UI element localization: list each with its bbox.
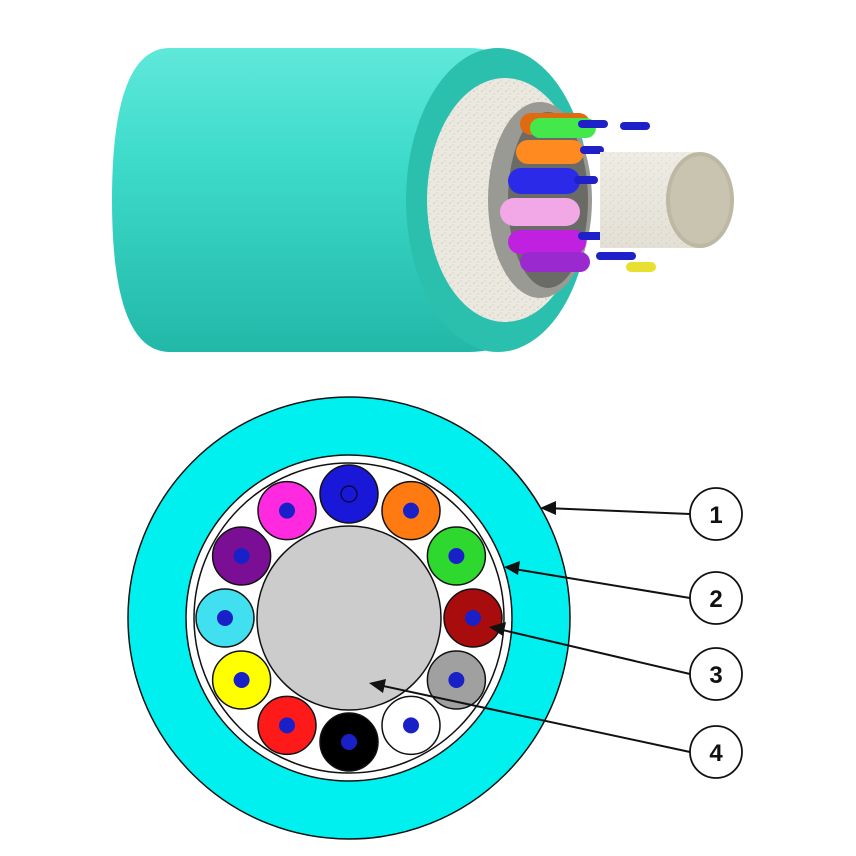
callout-label-1: 1 bbox=[709, 502, 722, 529]
callouts: 1 2 3 4 bbox=[369, 487, 743, 779]
tube-3d-blue bbox=[508, 168, 580, 194]
callout-label-2: 2 bbox=[709, 586, 722, 613]
fiber-core bbox=[341, 734, 357, 750]
fiber-core bbox=[340, 485, 358, 503]
buffer-tube-body bbox=[319, 464, 379, 524]
buffer-tube bbox=[381, 480, 441, 541]
fiber-core bbox=[448, 672, 465, 688]
fibre-tip bbox=[578, 232, 606, 240]
fiber-core bbox=[279, 502, 295, 519]
callout-4: 4 bbox=[689, 725, 743, 779]
cross-section-view bbox=[127, 396, 571, 840]
fibre-tip bbox=[596, 252, 636, 260]
buffer-tube bbox=[319, 464, 379, 524]
buffer-tube bbox=[381, 695, 441, 756]
leader-line-4 bbox=[373, 683, 691, 753]
buffer-tube bbox=[211, 650, 272, 710]
fibre-tip bbox=[578, 120, 608, 128]
leader-line-3 bbox=[493, 627, 691, 675]
tube-3d-orange bbox=[516, 140, 584, 164]
callout-label-3: 3 bbox=[709, 662, 722, 689]
fiber-core bbox=[279, 717, 295, 734]
leader-line-1 bbox=[544, 507, 691, 515]
arrowhead-4 bbox=[369, 679, 386, 693]
central-member bbox=[256, 525, 442, 711]
fibre-tip bbox=[620, 122, 650, 130]
fiber-core bbox=[233, 548, 250, 564]
leader-line-2 bbox=[507, 567, 691, 599]
buffer-tube bbox=[211, 526, 272, 586]
callout-circle bbox=[689, 487, 743, 541]
callout-label-4: 4 bbox=[709, 740, 723, 767]
tube-ring bbox=[195, 464, 503, 772]
callout-circle bbox=[689, 725, 743, 779]
callout-2: 2 bbox=[689, 571, 743, 625]
fiber-core bbox=[448, 548, 465, 564]
fibre-tip bbox=[574, 176, 598, 184]
callout-circle bbox=[689, 647, 743, 701]
buffer-tube bbox=[443, 588, 503, 648]
callout-circle bbox=[689, 571, 743, 625]
fibre-tip bbox=[580, 146, 604, 154]
buffer-tube bbox=[195, 588, 255, 648]
tube-3d-purple bbox=[520, 252, 590, 272]
tube-3d-pink bbox=[500, 198, 580, 226]
central-rod-3d bbox=[600, 152, 734, 248]
arrowhead-2 bbox=[504, 561, 520, 575]
fiber-core bbox=[403, 717, 419, 734]
tubes-3d bbox=[500, 113, 656, 272]
fiber-core bbox=[403, 502, 419, 519]
buffer-tube bbox=[257, 695, 317, 756]
callout-1: 1 bbox=[689, 487, 743, 541]
arrowhead-1 bbox=[540, 501, 556, 515]
fiber-core bbox=[465, 610, 481, 626]
fiber-core bbox=[217, 610, 233, 626]
callout-3: 3 bbox=[689, 647, 743, 701]
buffer-tube bbox=[426, 526, 487, 586]
buffer-tube bbox=[257, 480, 317, 541]
tube-3d-violet bbox=[508, 230, 586, 254]
fiber-core bbox=[233, 672, 250, 688]
fibre-tip-yellow bbox=[626, 262, 656, 272]
buffer-tube bbox=[319, 712, 379, 772]
cable-3d-view bbox=[112, 48, 734, 352]
arrowhead-3 bbox=[489, 622, 506, 636]
buffer-tube bbox=[426, 650, 487, 710]
